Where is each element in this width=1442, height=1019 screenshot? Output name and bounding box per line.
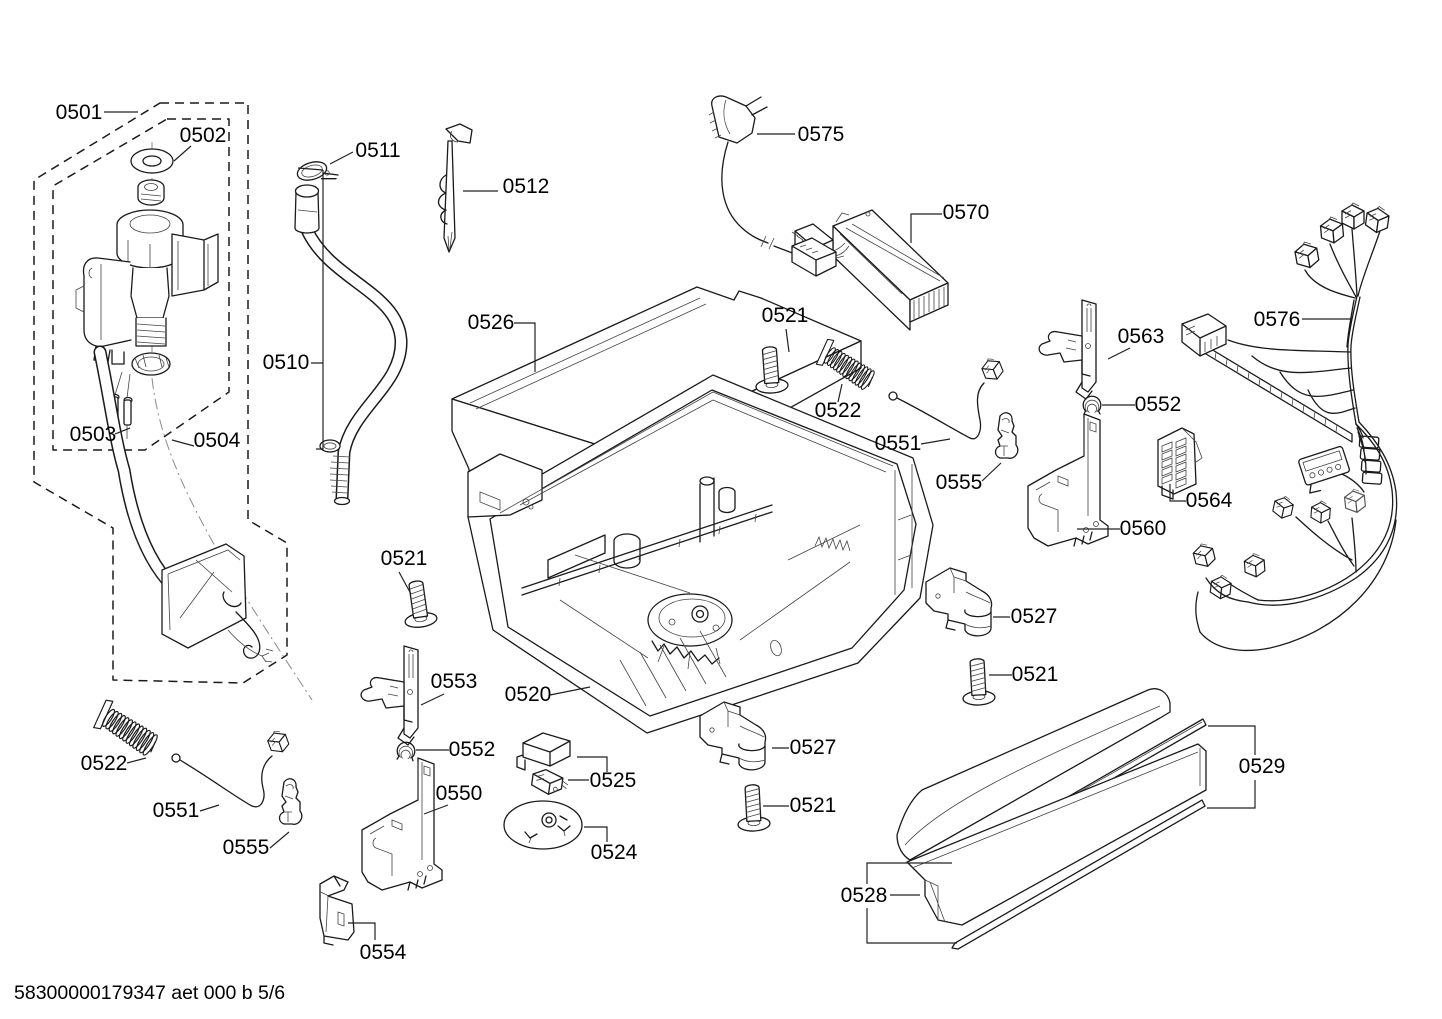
label-0524: 0524 [591, 841, 638, 864]
part-0502-washer [130, 148, 174, 174]
label-0529: 0529 [1239, 755, 1286, 778]
part-0511-clamp [296, 161, 339, 181]
part-0560-plate [1027, 413, 1109, 547]
part-0551-cable-top [888, 354, 1006, 440]
label-0521-top: 0521 [762, 304, 809, 327]
label-0511: 0511 [355, 139, 400, 162]
part-0552-clip-right [1082, 395, 1102, 415]
part-0521-screw-right [960, 657, 996, 707]
label-0522-top: 0522 [815, 399, 862, 422]
label-0503: 0503 [70, 423, 117, 446]
part-0504-gasket [131, 352, 171, 376]
part-0520-base-pan [467, 374, 934, 734]
label-0501: 0501 [56, 101, 103, 124]
label-0527-right: 0527 [1011, 605, 1058, 628]
label-0521-left: 0521 [381, 547, 428, 570]
footer-document-code: 58300000179347 aet 000 b 5/6 [14, 982, 285, 1004]
part-0575-power-cord [708, 95, 845, 277]
part-0521-screw-center [735, 783, 771, 833]
label-0521-center: 0521 [790, 794, 837, 817]
part-0504-aquastop [161, 543, 274, 663]
part-0564-terminal-block [1157, 427, 1203, 500]
label-0512: 0512 [503, 175, 550, 198]
label-0555-left: 0555 [223, 836, 270, 859]
label-0554: 0554 [360, 941, 407, 964]
label-0552-right: 0552 [1135, 393, 1182, 416]
part-0527-foot-right [925, 567, 993, 637]
label-0552-left: 0552 [449, 738, 496, 761]
part-0528-panel [906, 743, 1207, 950]
label-0526: 0526 [468, 311, 515, 334]
part-0521-screw-left [399, 578, 439, 630]
label-0560: 0560 [1120, 517, 1167, 540]
label-0521-right: 0521 [1012, 663, 1059, 686]
part-0504-valve-body [75, 209, 219, 365]
label-0570: 0570 [943, 201, 990, 224]
part-0553-bracket [360, 645, 419, 746]
label-0564: 0564 [1186, 489, 1233, 512]
label-0525: 0525 [590, 769, 637, 792]
part-0555-lever-right [994, 412, 1019, 459]
label-0550: 0550 [436, 782, 483, 805]
part-0563-bracket [1038, 299, 1097, 400]
part-0524-pulley-disc [503, 800, 583, 850]
label-0551-bottom: 0551 [153, 799, 200, 822]
label-0502: 0502 [180, 124, 227, 147]
part-0555-lever-left [278, 778, 303, 825]
label-0522-bottom: 0522 [81, 752, 128, 775]
part-0576-harness [1181, 202, 1398, 652]
label-0520: 0520 [505, 683, 552, 706]
part-labels: 0501 0502 0503 0504 0510 0511 0512 0520 … [14, 101, 1300, 1004]
part-0550-plate [361, 757, 443, 891]
part-0502-bushing [137, 179, 165, 206]
part-0504-internal-hose [93, 345, 181, 595]
label-0551-top: 0551 [875, 432, 922, 455]
part-0525-switch [516, 732, 571, 795]
part-0510-oring [319, 439, 341, 453]
label-0510: 0510 [263, 351, 310, 374]
label-0528: 0528 [841, 884, 888, 907]
leader-lines [104, 111, 1352, 944]
label-0575: 0575 [798, 123, 845, 146]
label-0555-right: 0555 [936, 471, 983, 494]
part-0554-bracket [319, 875, 355, 946]
label-0527-center: 0527 [790, 736, 837, 759]
part-0512-stake [437, 123, 473, 253]
part-0510-inlet-hose [294, 184, 408, 506]
label-0553: 0553 [431, 670, 478, 693]
label-0576: 0576 [1254, 308, 1301, 331]
label-0504: 0504 [194, 429, 241, 452]
assembly-box-0501 [33, 102, 288, 684]
part-0527-foot-center [699, 701, 767, 771]
label-0563: 0563 [1118, 325, 1165, 348]
part-0551-cable-bottom [171, 727, 292, 808]
